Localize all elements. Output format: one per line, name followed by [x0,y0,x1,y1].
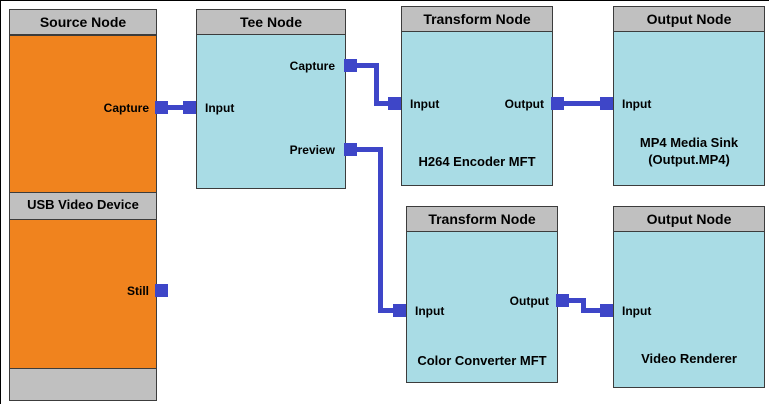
source-still-pin[interactable] [155,284,168,297]
mp4-sink-label-line2: (Output.MP4) [648,152,730,167]
tee-node-title: Tee Node [197,10,345,35]
tee-preview-pin-label: Preview [289,143,335,157]
encoder-input-pin-label: Input [410,97,440,111]
color-converter-node-title: Transform Node [407,207,557,232]
encoder-node-title: Transform Node [402,7,552,32]
source-device-label: USB Video Device [27,197,139,212]
video-renderer-input-pin[interactable] [600,304,613,317]
connection-tee-preview-to-color-converter-input-h2[interactable] [378,308,396,313]
video-renderer-node-label: Video Renderer [641,351,737,366]
source-capture-pin-label: Capture [103,101,149,115]
connection-color-converter-output-to-video-renderer-input-h1[interactable] [566,298,584,303]
color-converter-input-pin-label: Input [415,304,445,318]
encoder-transform-node[interactable]: Transform Node Input Output H264 Encoder… [401,6,553,186]
encoder-output-pin-label: Output [504,97,544,111]
tee-input-pin-label: Input [205,101,235,115]
mp4-sink-label-line1: MP4 Media Sink [639,135,739,150]
connection-encoder-output-to-mp4-sink-input[interactable] [561,101,603,106]
mp4-sink-node-label: MP4 Media Sink (Output.MP4) [614,134,764,168]
mp4-sink-output-node[interactable]: Output Node Input MP4 Media Sink (Output… [613,6,765,186]
connection-tee-capture-to-encoder-input-h1[interactable] [353,63,379,68]
video-renderer-node-title: Output Node [614,207,764,232]
color-converter-input-pin[interactable] [393,304,406,317]
connection-tee-preview-to-color-converter-input-v[interactable] [378,147,383,313]
connection-tee-capture-to-encoder-input-v[interactable] [374,63,379,106]
color-converter-node-label: Color Converter MFT [417,353,547,368]
connection-tee-capture-to-encoder-input-h2[interactable] [374,101,392,106]
video-renderer-output-node[interactable]: Output Node Input Video Renderer [613,206,765,388]
source-node-title: Source Node [10,10,156,35]
connection-color-converter-output-to-video-renderer-input-h2[interactable] [581,308,603,313]
encoder-node-label: H264 Encoder MFT [418,154,536,169]
connection-source-capture-to-tee-input[interactable] [161,105,189,110]
source-capture-stream [10,35,156,193]
mp4-sink-input-pin[interactable] [600,97,613,110]
color-converter-transform-node[interactable]: Transform Node Input Output Color Conver… [406,206,558,383]
color-converter-output-pin-label: Output [509,294,549,308]
source-still-pin-label: Still [126,284,149,298]
tee-preview-pin[interactable] [344,143,357,156]
encoder-output-pin[interactable] [551,97,564,110]
color-converter-output-pin[interactable] [556,294,569,307]
connection-tee-preview-to-color-converter-input-h1[interactable] [353,147,383,152]
source-capture-pin[interactable] [155,101,168,114]
tee-input-pin[interactable] [183,101,196,114]
video-renderer-input-pin-label: Input [622,304,652,318]
encoder-input-pin[interactable] [388,97,401,110]
tee-capture-pin-label: Capture [289,59,335,73]
tee-capture-pin[interactable] [344,59,357,72]
mp4-sink-input-pin-label: Input [622,97,652,111]
connection-color-converter-output-to-video-renderer-input-v[interactable] [581,298,586,313]
mp4-sink-node-title: Output Node [614,7,764,32]
source-still-stream [10,219,156,369]
source-node[interactable]: Source Node Capture Still USB Video Devi… [9,9,157,401]
tee-node[interactable]: Tee Node Capture Input Preview [196,9,346,189]
